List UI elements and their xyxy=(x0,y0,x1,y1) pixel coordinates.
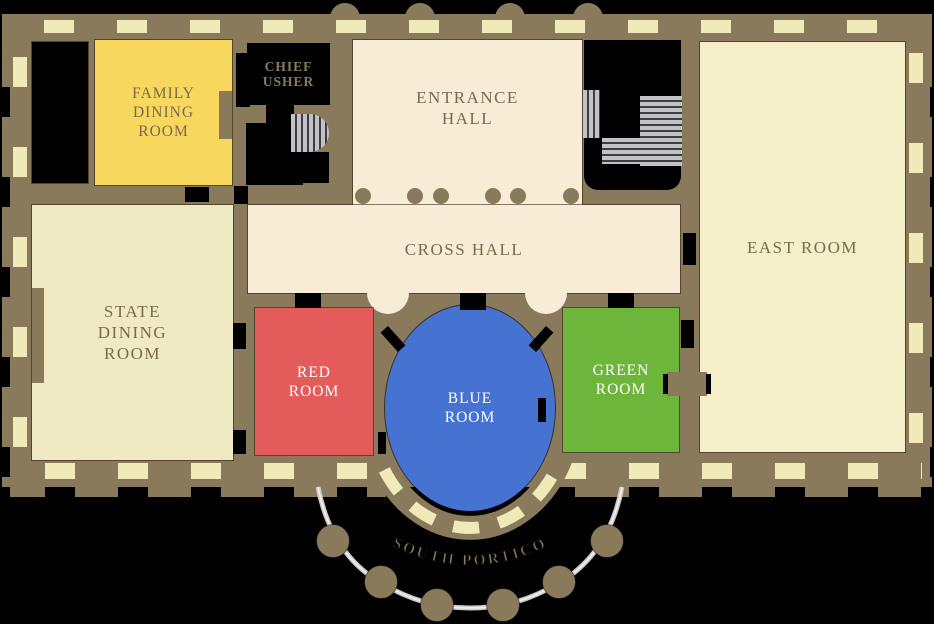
door-opening xyxy=(538,398,546,422)
wall-notch xyxy=(32,288,44,383)
room-label: ENTRANCE HALL xyxy=(416,87,519,128)
room-label: FAMILY DINING ROOM xyxy=(132,85,195,140)
room-label: RED ROOM xyxy=(288,363,340,400)
door-opening xyxy=(234,186,248,204)
room-label: GREEN ROOM xyxy=(592,362,650,398)
door-opening xyxy=(608,293,634,308)
wall-crenellation xyxy=(924,14,932,487)
room-green: GREEN ROOM xyxy=(563,308,679,452)
portico-column xyxy=(364,565,398,599)
room-blue: BLUE ROOM xyxy=(385,305,555,511)
room-cross-hall: CROSS HALL xyxy=(248,205,680,293)
room-label: CHIEF USHER xyxy=(262,59,315,89)
room-label: CROSS HALL xyxy=(404,239,524,259)
door-opening xyxy=(460,293,486,310)
east-wall-windows xyxy=(909,53,923,455)
room-label: EAST ROOM xyxy=(747,237,858,257)
door-opening xyxy=(295,293,321,308)
door-opening xyxy=(706,374,711,394)
door-opening xyxy=(185,187,209,202)
service-space xyxy=(236,53,250,107)
room-chief-usher: CHIEF USHER xyxy=(247,43,330,105)
colonnade-column-dot xyxy=(433,188,449,204)
door-opening xyxy=(683,233,696,265)
wall-notch xyxy=(219,91,232,139)
service-space xyxy=(266,101,294,127)
service-room xyxy=(32,42,88,183)
door-opening xyxy=(663,374,668,394)
wall-crenellation xyxy=(2,14,10,487)
grand-staircase-lower xyxy=(602,138,640,164)
west-wall-windows xyxy=(13,57,27,459)
colonnade-column-dot xyxy=(563,188,579,204)
wall-crenellation xyxy=(10,487,386,497)
portico-rail-core xyxy=(317,486,623,609)
room-entrance-hall: ENTRANCE HALL xyxy=(353,40,582,205)
room-label: STATE DINING ROOM xyxy=(97,302,168,363)
portico-column xyxy=(590,524,624,558)
portico-column xyxy=(486,588,520,622)
colonnade-column-dot xyxy=(485,188,501,204)
spiral-staircase xyxy=(291,114,329,152)
room-label: BLUE ROOM xyxy=(444,390,496,426)
portico-column xyxy=(316,524,350,558)
room-family-dining: FAMILY DINING ROOM xyxy=(95,40,232,185)
wall-crenellation xyxy=(554,487,930,497)
colonnade-column-dot xyxy=(355,188,371,204)
colonnade-column-dot xyxy=(510,188,526,204)
south-wall-windows xyxy=(554,463,922,479)
door-opening xyxy=(681,320,694,348)
grand-staircase xyxy=(640,96,682,166)
vestibule-wall xyxy=(681,358,695,408)
portico-column xyxy=(542,565,576,599)
cross-hall-step-arc xyxy=(525,272,567,314)
door-opening xyxy=(378,432,386,454)
colonnade-column-dot xyxy=(407,188,423,204)
room-red: RED ROOM xyxy=(255,308,373,455)
south-wall-windows xyxy=(30,463,386,479)
portico-column xyxy=(420,588,454,622)
north-wall-windows xyxy=(44,20,884,33)
room-state-dining: STATE DINING ROOM xyxy=(32,205,233,460)
service-space xyxy=(303,152,329,183)
door-opening xyxy=(233,430,246,454)
bow-windows xyxy=(373,456,567,534)
cross-hall-step-arc xyxy=(367,272,409,314)
door-opening xyxy=(233,323,246,349)
room-east: EAST ROOM xyxy=(700,42,905,452)
side-staircase xyxy=(583,90,600,138)
